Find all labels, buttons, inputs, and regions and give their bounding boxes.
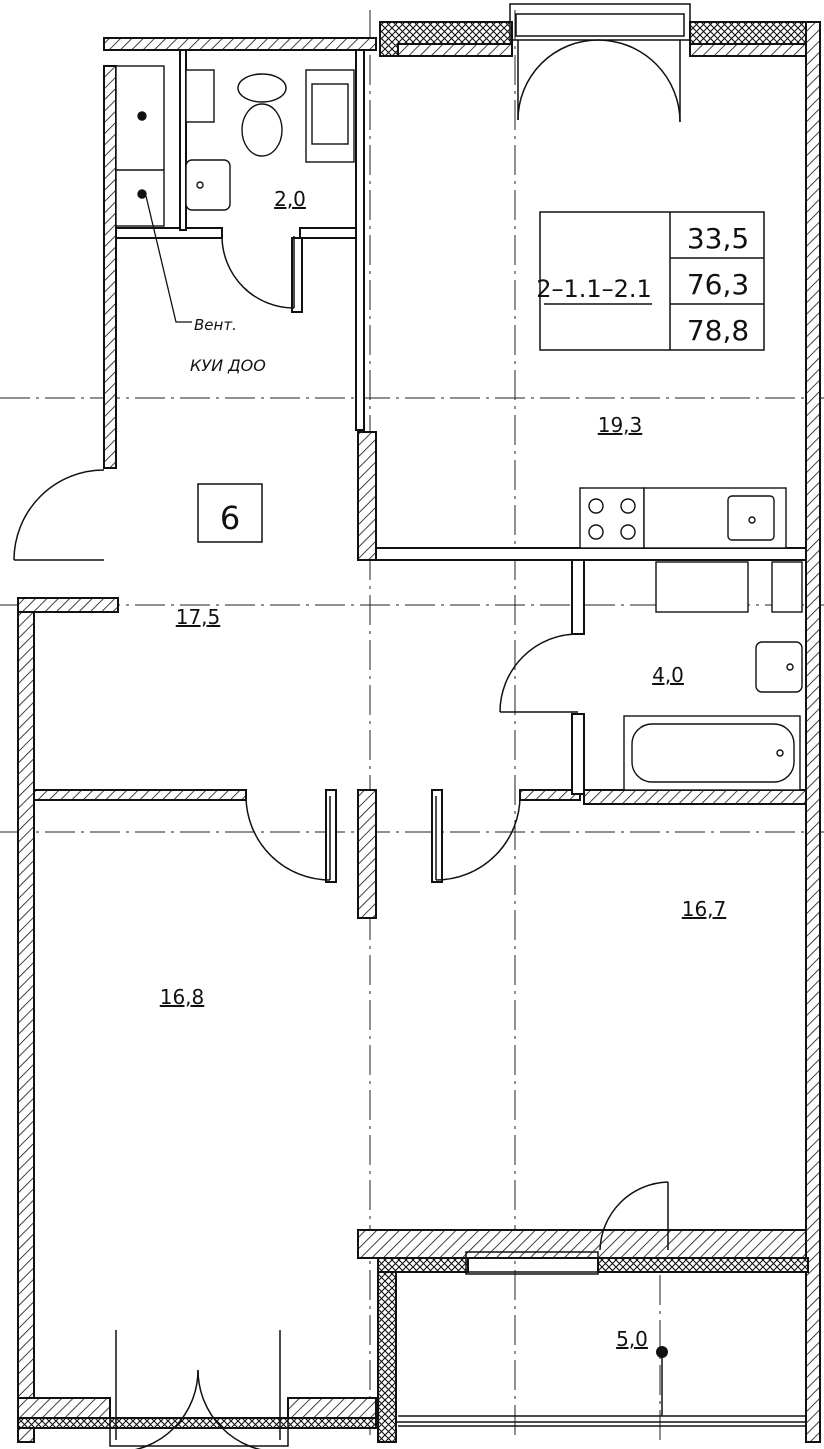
axis-lines <box>0 10 824 1440</box>
section-label: 6 <box>220 499 240 537</box>
total-with-balcony-value: 78,8 <box>687 314 749 347</box>
vent-label-line2: КУИ ДОО <box>190 356 266 375</box>
vent-label-line1: Вент. <box>194 316 237 334</box>
living-area-value: 33,5 <box>687 222 749 255</box>
vent-leader <box>145 195 192 323</box>
stove-icon <box>579 487 645 549</box>
room-area-balcony: 5,0 <box>616 1327 648 1351</box>
toilet-bowl-icon <box>241 103 283 157</box>
bathroom-washbasin-icon <box>755 641 803 693</box>
toilet-tank-icon <box>237 73 287 103</box>
apartment-code: 2–1.1–2.1 <box>536 275 652 303</box>
apartment-info-table <box>539 211 765 351</box>
room-area-kitchen-living: 19,3 <box>598 413 643 437</box>
room-area-bedroom-left: 16,8 <box>160 985 205 1009</box>
bathroom-machine-icon <box>655 561 749 613</box>
room-area-bedroom-right: 16,7 <box>682 897 727 921</box>
vent-shaft <box>115 65 165 227</box>
outer-walls <box>17 21 821 1443</box>
washbasin-icon <box>185 159 231 211</box>
room-area-wc: 2,0 <box>274 187 306 211</box>
interior-walls <box>33 49 807 1259</box>
door-swings <box>13 39 681 1449</box>
windows <box>109 3 807 1447</box>
room-area-hall: 17,5 <box>176 605 221 629</box>
room-area-bathroom: 4,0 <box>652 663 684 687</box>
fixtures <box>115 65 803 791</box>
section-label-box <box>197 483 263 543</box>
total-area-value: 76,3 <box>687 268 749 301</box>
